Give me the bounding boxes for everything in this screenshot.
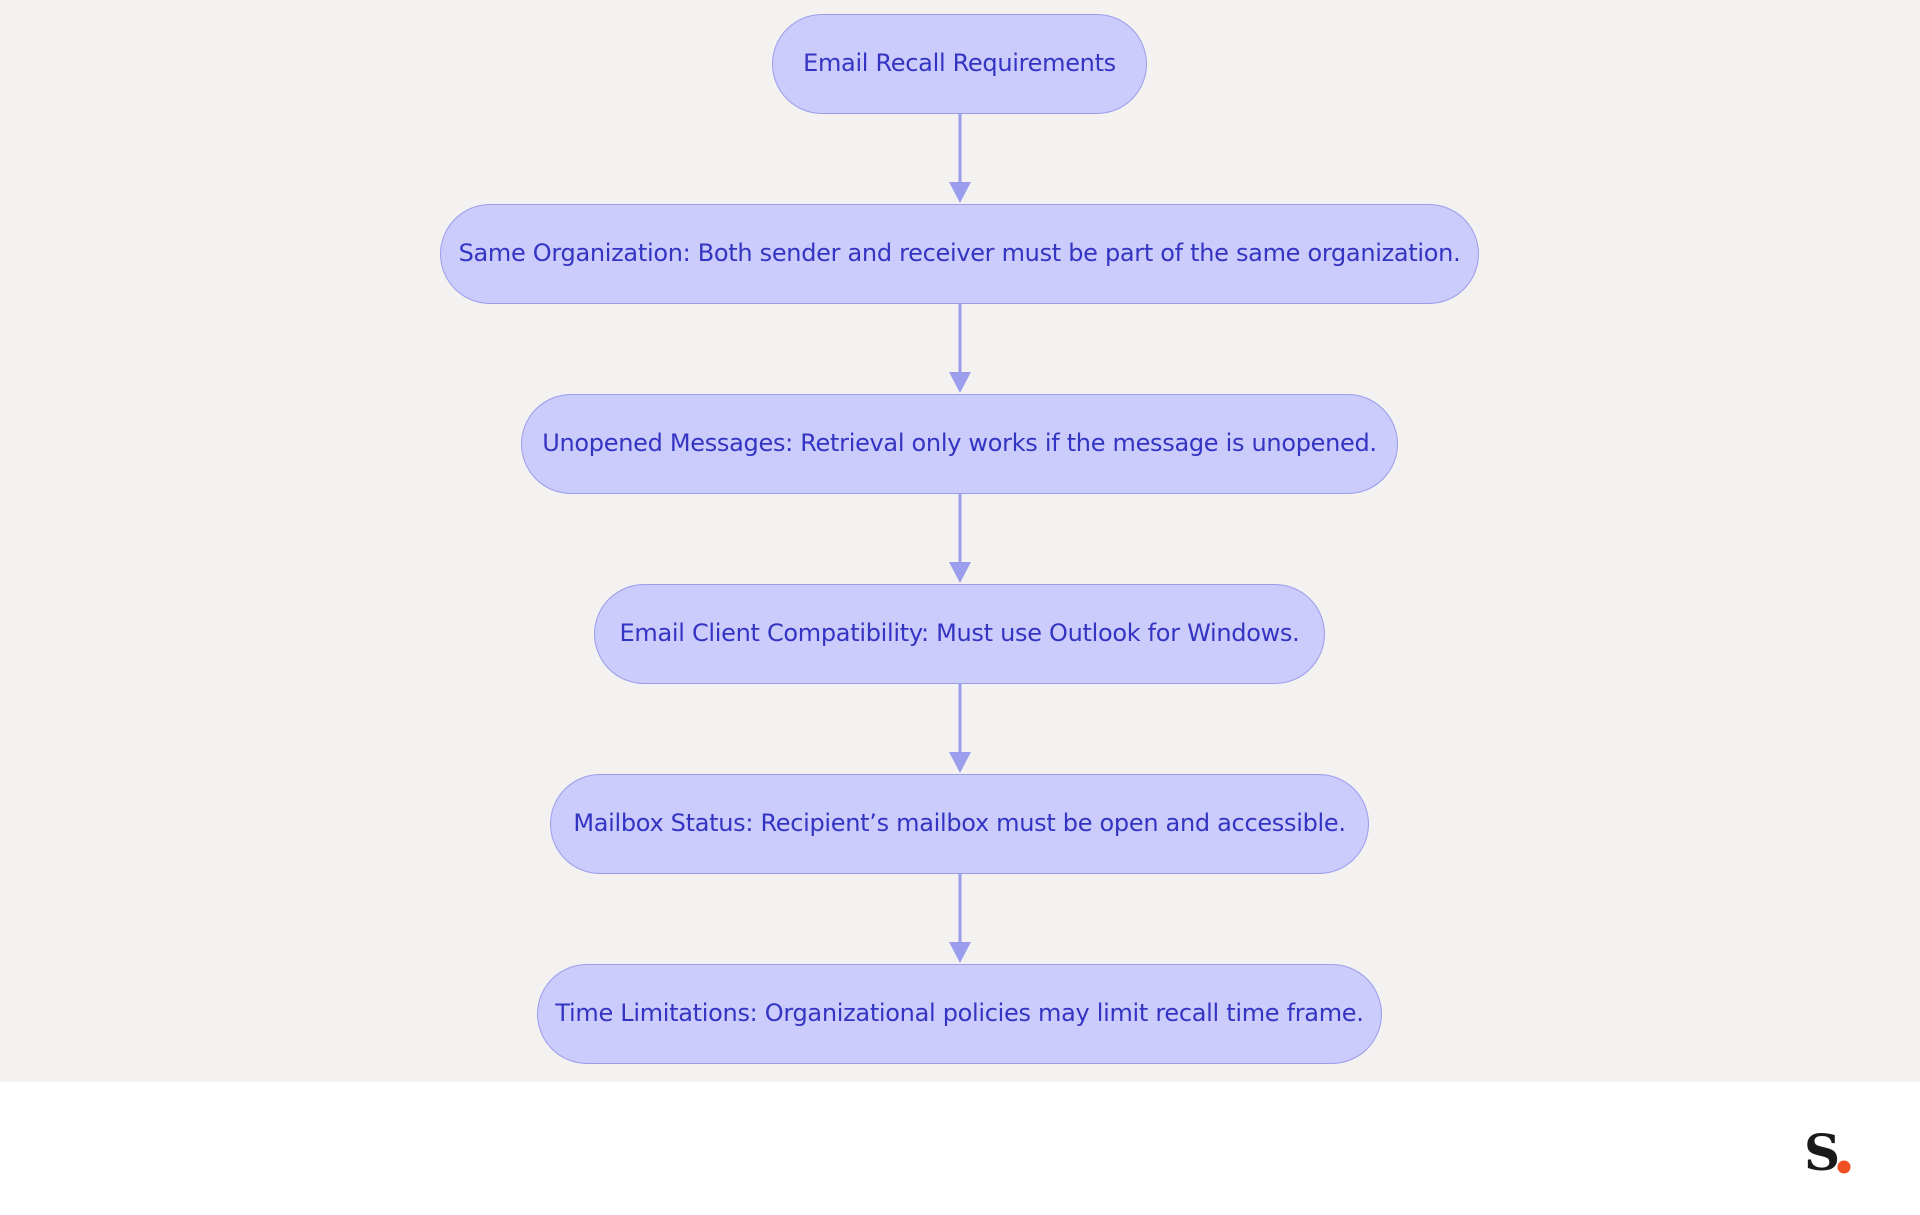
- node-email-client-compatibility: Email Client Compatibility: Must use Out…: [594, 584, 1325, 684]
- node-time-limitations: Time Limitations: Organizational policie…: [537, 964, 1382, 1064]
- edge-arrowhead-root-to-same-organization: [949, 182, 971, 203]
- node-email-recall-requirements: Email Recall Requirements: [772, 14, 1147, 114]
- node-same-organization: Same Organization: Both sender and recei…: [440, 204, 1479, 304]
- node-mailbox-status: Mailbox Status: Recipient’s mailbox must…: [550, 774, 1369, 874]
- edge-arrowhead-same-organization-to-unopened-messages: [949, 372, 971, 393]
- diagram-canvas: Email Recall Requirements Same Organizat…: [0, 0, 1920, 1082]
- edge-arrowhead-unopened-messages-to-client-compatibility: [949, 562, 971, 583]
- brand-logo-dot: [1837, 1160, 1851, 1174]
- edge-arrowhead-mailbox-status-to-time-limitations: [949, 942, 971, 963]
- edge-layer: [949, 114, 971, 963]
- brand-logo-letter: S: [1804, 1124, 1840, 1180]
- brand-logo: S: [1804, 1124, 1851, 1180]
- node-unopened-messages: Unopened Messages: Retrieval only works …: [521, 394, 1398, 494]
- edge-arrowhead-client-compatibility-to-mailbox-status: [949, 752, 971, 773]
